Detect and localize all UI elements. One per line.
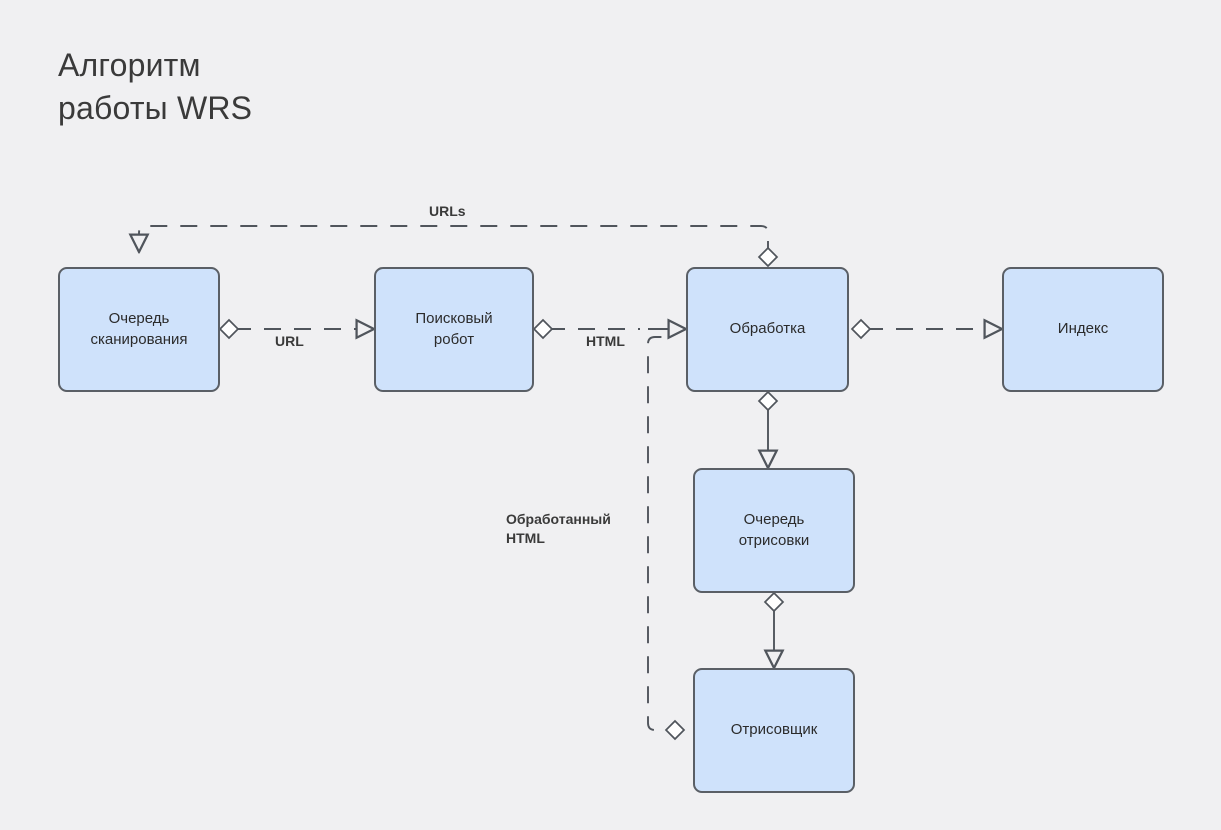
edge-label-url: URL <box>275 333 304 349</box>
edge-renderer-to-processing <box>647 336 686 741</box>
node-label: Поисковый робот <box>415 309 493 348</box>
diamond-marker <box>664 719 686 741</box>
edge-label-html: HTML <box>586 333 625 349</box>
edge-render-queue-to-renderer <box>763 591 785 668</box>
page-title: Алгоритм работы WRS <box>58 47 253 127</box>
edge-label-processed-html: Обработанный HTML <box>506 511 611 546</box>
edge-processing-to-render-queue <box>757 390 779 468</box>
node-label: Отрисовщик <box>730 721 818 739</box>
edge-urls-feedback <box>139 225 779 268</box>
diamond-marker <box>757 390 779 412</box>
node-crawler[interactable]: Поисковый робот <box>374 267 534 392</box>
node-label: Очередь сканирования <box>90 309 188 348</box>
node-label: Индекс <box>1057 320 1109 338</box>
diamond-marker <box>757 246 779 268</box>
node-processing[interactable]: Обработка <box>686 267 849 392</box>
node-index[interactable]: Индекс <box>1002 267 1164 392</box>
node-label: Очередь отрисовки <box>738 510 810 549</box>
diamond-marker <box>763 591 785 613</box>
node-crawl-queue[interactable]: Очередь сканирования <box>58 267 220 392</box>
node-render-queue[interactable]: Очередь отрисовки <box>693 468 855 593</box>
node-renderer[interactable]: Отрисовщик <box>693 668 855 793</box>
diamond-marker <box>532 318 554 340</box>
edge-processing-to-index <box>850 318 1002 340</box>
edge-label-urls: URLs <box>429 203 466 219</box>
node-label: Обработка <box>729 320 806 338</box>
diamond-marker <box>850 318 872 340</box>
diamond-marker <box>218 318 240 340</box>
